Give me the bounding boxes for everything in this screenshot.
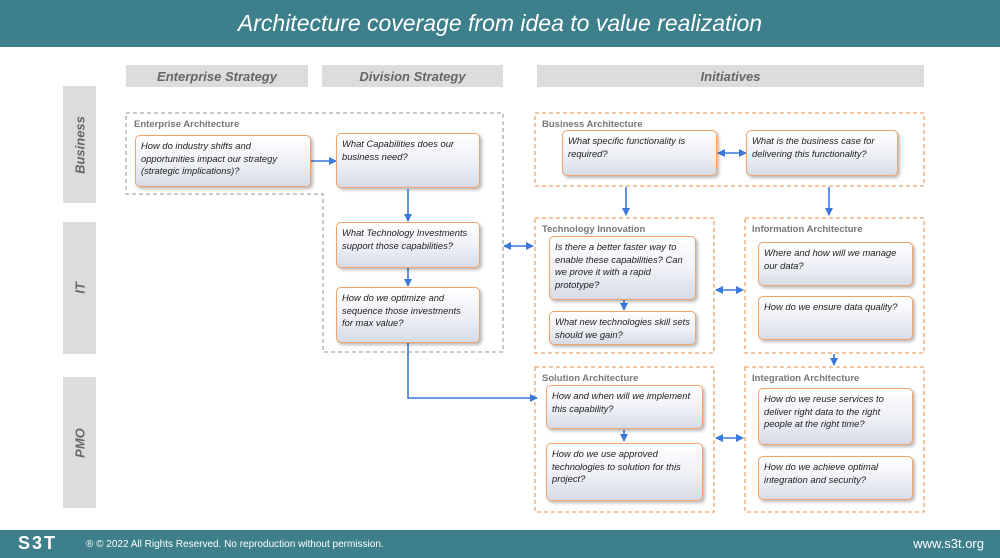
row-header-pmo: PMO [63, 377, 96, 508]
question-box-data-quality: How do we ensure data quality? [758, 296, 913, 340]
row-header-it: IT [63, 222, 96, 354]
technology-innovation-region [534, 217, 715, 354]
question-box-skill-sets: What new technologies skill sets should … [549, 311, 696, 345]
enterprise-architecture-region [125, 112, 504, 353]
section-label-information-architecture: Information Architecture [752, 224, 863, 235]
question-box-optimize-sequence: How do we optimize and sequence those in… [336, 287, 480, 343]
website-link[interactable]: www.s3t.org [913, 536, 984, 551]
copyright-text: ® © 2022 All Rights Reserved. No reprodu… [86, 539, 384, 550]
question-box-technology-investments: What Technology Investments support thos… [336, 222, 480, 268]
section-label-integration-architecture: Integration Architecture [752, 373, 860, 384]
column-header-initiatives: Initiatives [537, 65, 924, 87]
s3t-logo: S3T [18, 533, 58, 553]
question-box-reuse-services: How do we reuse services to deliver righ… [758, 388, 913, 445]
question-box-approved-technologies: How do we use approved technologies to s… [546, 443, 703, 501]
information-architecture-region [744, 217, 925, 354]
title-bar: Architecture coverage from idea to value… [0, 0, 1000, 47]
question-box-capabilities: What Capabilities does our business need… [336, 133, 480, 188]
question-box-optimal-integration: How do we achieve optimal integration an… [758, 456, 913, 500]
column-header-label: Enterprise Strategy [157, 68, 277, 84]
page-title: Architecture coverage from idea to value… [237, 10, 763, 36]
question-box-specific-functionality: What specific functionality is required? [562, 130, 717, 176]
question-box-manage-data: Where and how will we manage our data? [758, 242, 913, 286]
row-header-business: Business [63, 86, 96, 203]
question-box-industry-shifts: How do industry shifts and opportunities… [135, 135, 311, 187]
footer-bar: S3T ® © 2022 All Rights Reserved. No rep… [0, 530, 1000, 558]
question-box-implement-capability: How and when will we implement this capa… [546, 385, 703, 429]
section-label-technology-innovation: Technology Innovation [542, 224, 646, 235]
question-box-better-faster-way: Is there a better faster way to enable t… [549, 236, 696, 300]
solution-architecture-region [534, 366, 715, 513]
section-label-business-architecture: Business Architecture [542, 119, 643, 130]
column-header-label: Initiatives [700, 68, 761, 84]
column-header-enterprise-strategy: Enterprise Strategy [126, 65, 308, 87]
section-label-enterprise-architecture: Enterprise Architecture [134, 119, 240, 130]
section-label-solution-architecture: Solution Architecture [542, 373, 639, 384]
integration-architecture-region [744, 366, 925, 513]
column-header-division-strategy: Division Strategy [322, 65, 503, 87]
question-box-business-case: What is the business case for delivering… [746, 130, 898, 176]
arrow-optimize-to-solution [407, 343, 538, 402]
column-header-label: Division Strategy [359, 68, 466, 84]
